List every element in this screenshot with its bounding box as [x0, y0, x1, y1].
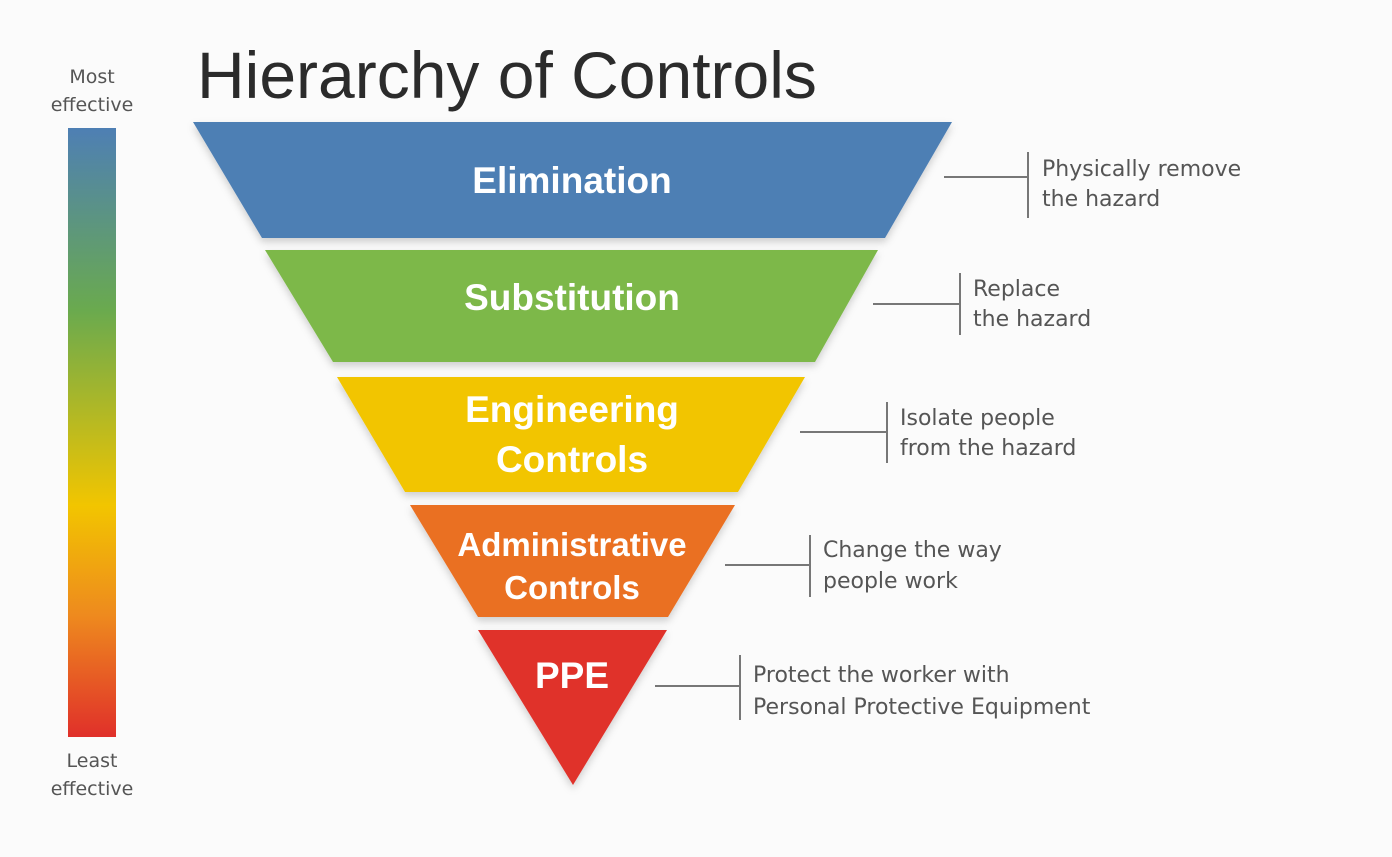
connector-administrative — [725, 535, 811, 597]
scale-bottom-label-1: Least — [67, 750, 118, 772]
band-label-engineering-2: Controls — [496, 439, 648, 480]
band-ppe — [478, 630, 667, 785]
band-administrative-controls — [410, 505, 735, 617]
band-label-engineering-1: Engineering — [465, 389, 679, 430]
desc-ppe-2: Personal Protective Equipment — [753, 695, 1091, 720]
connector-substitution — [873, 273, 961, 335]
desc-ppe-1: Protect the worker with — [753, 663, 1010, 688]
band-label-elimination: Elimination — [472, 160, 671, 201]
page-title: Hierarchy of Controls — [197, 38, 817, 112]
band-label-ppe: PPE — [535, 655, 609, 696]
effectiveness-gradient-bar — [68, 128, 116, 737]
band-elimination — [193, 122, 952, 238]
connector-ppe — [655, 655, 741, 720]
band-label-administrative-2: Controls — [504, 569, 640, 606]
band-label-administrative-1: Administrative — [457, 526, 686, 563]
desc-substitution-2: the hazard — [973, 307, 1091, 332]
desc-elimination-1: Physically remove — [1042, 157, 1241, 182]
band-label-substitution: Substitution — [464, 277, 680, 318]
band-engineering-controls — [337, 377, 805, 492]
desc-administrative-2: people work — [823, 569, 958, 594]
desc-engineering-1: Isolate people — [900, 406, 1055, 431]
scale-bottom-label-2: effective — [51, 778, 134, 800]
scale-top-label-2: effective — [51, 94, 134, 116]
connector-engineering — [800, 402, 888, 463]
scale-top-label-1: Most — [69, 66, 114, 88]
connector-elimination — [944, 152, 1029, 218]
desc-elimination-2: the hazard — [1042, 187, 1160, 212]
band-substitution — [265, 250, 878, 362]
desc-substitution-1: Replace — [973, 277, 1060, 302]
desc-administrative-1: Change the way — [823, 538, 1002, 563]
desc-engineering-2: from the hazard — [900, 436, 1076, 461]
